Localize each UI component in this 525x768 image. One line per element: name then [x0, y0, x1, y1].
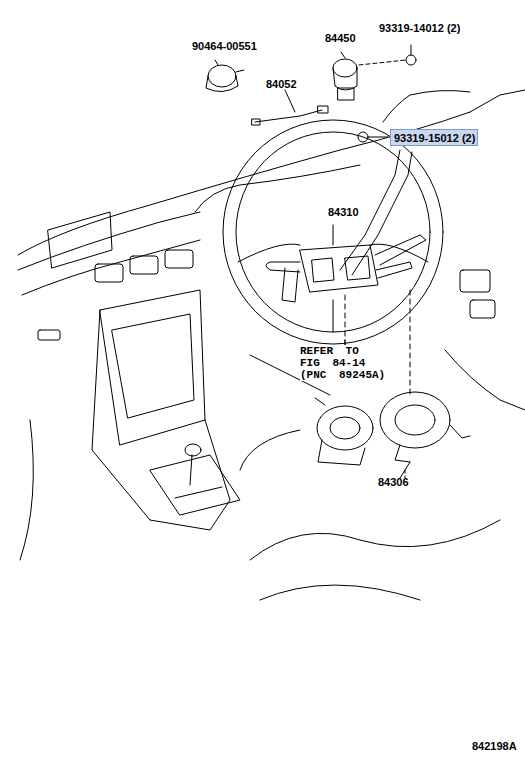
part-number: 84052 [266, 78, 297, 91]
part-number: 90464-00551 [192, 40, 257, 53]
part-number: 93319-14012 (2) [379, 22, 460, 35]
reference-note: REFER TO FIG 84-14 (PNC 89245A) [300, 345, 390, 381]
part-number: 84306 [378, 476, 409, 489]
part-number: 84310 [328, 206, 359, 219]
highlight-box: 93319-15012 (2) [390, 129, 478, 146]
part-number: 93319-15012 (2) [394, 132, 474, 145]
part-number: 84450 [325, 32, 356, 45]
figure-number: 842198A [472, 740, 517, 753]
